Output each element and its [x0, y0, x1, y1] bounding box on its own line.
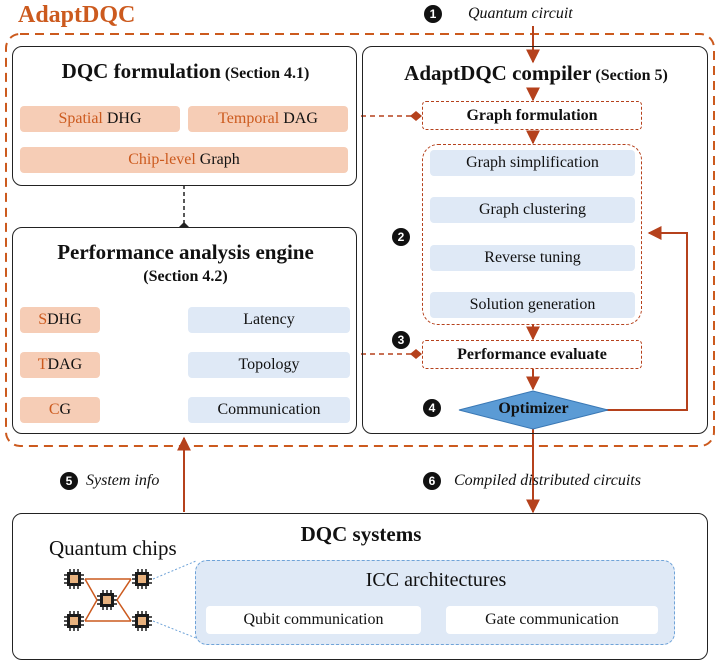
solution-generation-step: Solution generation [430, 292, 635, 318]
quantum-chips-label: Quantum chips [49, 536, 177, 560]
compiled-circuits-label: Compiled distributed circuits [454, 472, 641, 489]
graph-clustering-step: Graph clustering [430, 197, 635, 223]
feedback-loop [605, 226, 688, 411]
communication-pill: Communication [188, 397, 350, 423]
graph-simplification-step: Graph simplification [430, 150, 635, 176]
dqc-formulation-panel: DQC formulation (Section 4.1) Spatial DH… [12, 46, 357, 186]
quantum-circuit-label: Quantum circuit [468, 5, 573, 22]
compiler-panel: AdaptDQC compiler (Section 5) [362, 46, 708, 434]
adaptdqc-frame [5, 33, 715, 447]
cg-pill: CG [20, 397, 100, 423]
system-info-label: System info [86, 472, 160, 489]
quantum-chips-icon [64, 560, 197, 639]
chip-icon [97, 590, 117, 610]
chip-level-graph-pill: Chip-level Graph [20, 147, 348, 173]
gate-communication-pill: Gate communication [446, 606, 658, 634]
optimizer-label: Optimizer [498, 400, 569, 417]
optimizer-shape [458, 390, 609, 430]
performance-engine-section: (Section 4.2) [143, 268, 228, 285]
chip-icon [64, 569, 84, 589]
latency-pill: Latency [188, 307, 350, 333]
sdhg-pill: SDHG [20, 307, 100, 333]
topology-pill: Topology [188, 352, 350, 378]
dqc-formulation-title: DQC formulation (Section 4.1) [61, 59, 310, 83]
performance-engine-title: Performance analysis engine [57, 240, 314, 264]
dqc-systems-panel: DQC systems Quantum chips [12, 513, 708, 660]
chip-icon [64, 611, 84, 631]
chip-links [84, 578, 132, 622]
qubit-communication-pill: Qubit communication [206, 606, 421, 634]
icc-architectures-title: ICC architectures [365, 569, 507, 591]
step-4-badge: 4 [423, 399, 441, 417]
dqc-systems-title: DQC systems [300, 522, 422, 546]
step-2-badge: 2 [392, 228, 410, 246]
graph-formulation-box: Graph formulation [422, 101, 642, 130]
tdag-pill: TDAG [20, 352, 100, 378]
icc-architectures-box: ICC architectures Qubit communication Ga… [195, 560, 675, 645]
performance-engine-panel: Performance analysis engine (Section 4.2… [12, 227, 357, 434]
chip-icon [132, 569, 152, 589]
step-1-badge: 1 [424, 5, 442, 23]
temporal-dag-pill: Temporal DAG [188, 106, 348, 132]
step-6-badge: 6 [423, 472, 441, 490]
reverse-tuning-step: Reverse tuning [430, 245, 635, 271]
step-5-badge: 5 [60, 472, 78, 490]
step-3-badge: 3 [392, 331, 410, 349]
performance-evaluate-box: Performance evaluate [422, 340, 642, 369]
page-title: AdaptDQC [18, 2, 136, 28]
spatial-dhg-pill: Spatial DHG [20, 106, 180, 132]
compiler-title: AdaptDQC compiler (Section 5) [404, 61, 668, 85]
chip-icon [132, 611, 152, 631]
